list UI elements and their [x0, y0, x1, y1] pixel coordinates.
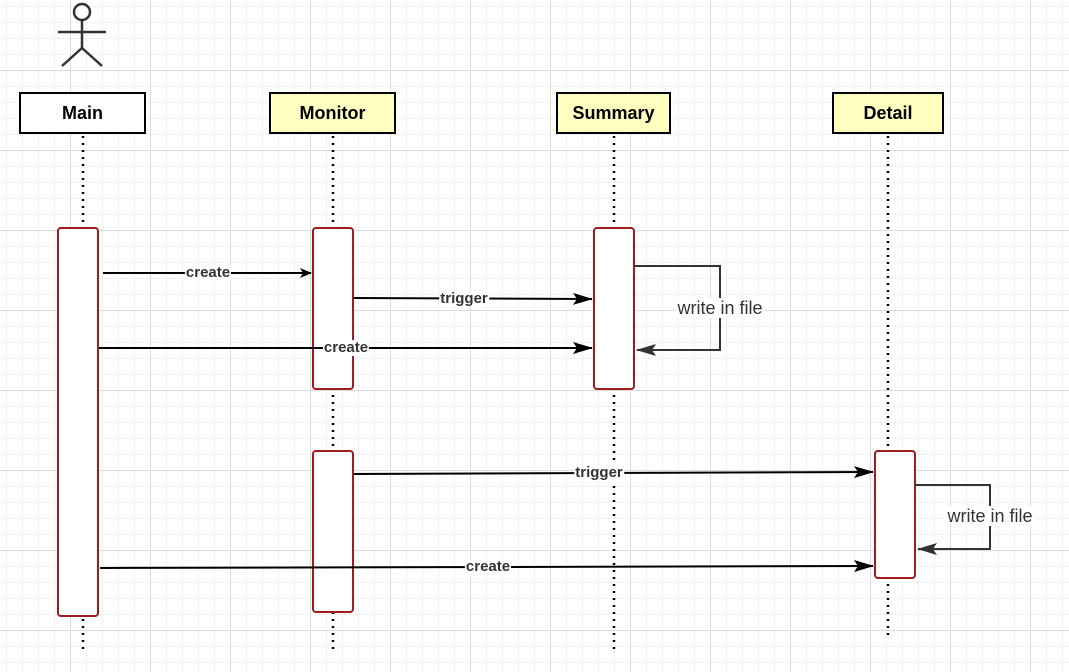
- participant-detail[interactable]: Detail: [832, 92, 944, 134]
- activation-main: [57, 227, 99, 617]
- self-call-label: write in file: [675, 298, 765, 318]
- message-label-create: create: [322, 339, 370, 356]
- message-label-create: create: [464, 558, 512, 575]
- self-call-label: write in file: [945, 506, 1035, 526]
- activation-summary: [593, 227, 635, 390]
- participant-label: Detail: [863, 102, 913, 123]
- activation-detail: [874, 450, 916, 579]
- participant-summary[interactable]: Summary: [556, 92, 671, 134]
- participant-main[interactable]: Main: [19, 92, 146, 134]
- message-label-create: create: [184, 264, 232, 281]
- message-label-trigger: trigger: [439, 290, 489, 307]
- participant-label: Summary: [572, 102, 655, 123]
- stick-figure-icon: [58, 2, 106, 67]
- activation-monitor-2: [312, 450, 354, 613]
- participant-monitor[interactable]: Monitor: [269, 92, 396, 134]
- participant-label: Main: [61, 102, 103, 123]
- message-label-trigger: trigger: [574, 464, 624, 481]
- activation-monitor-1: [312, 227, 354, 390]
- participant-label: Monitor: [299, 102, 366, 123]
